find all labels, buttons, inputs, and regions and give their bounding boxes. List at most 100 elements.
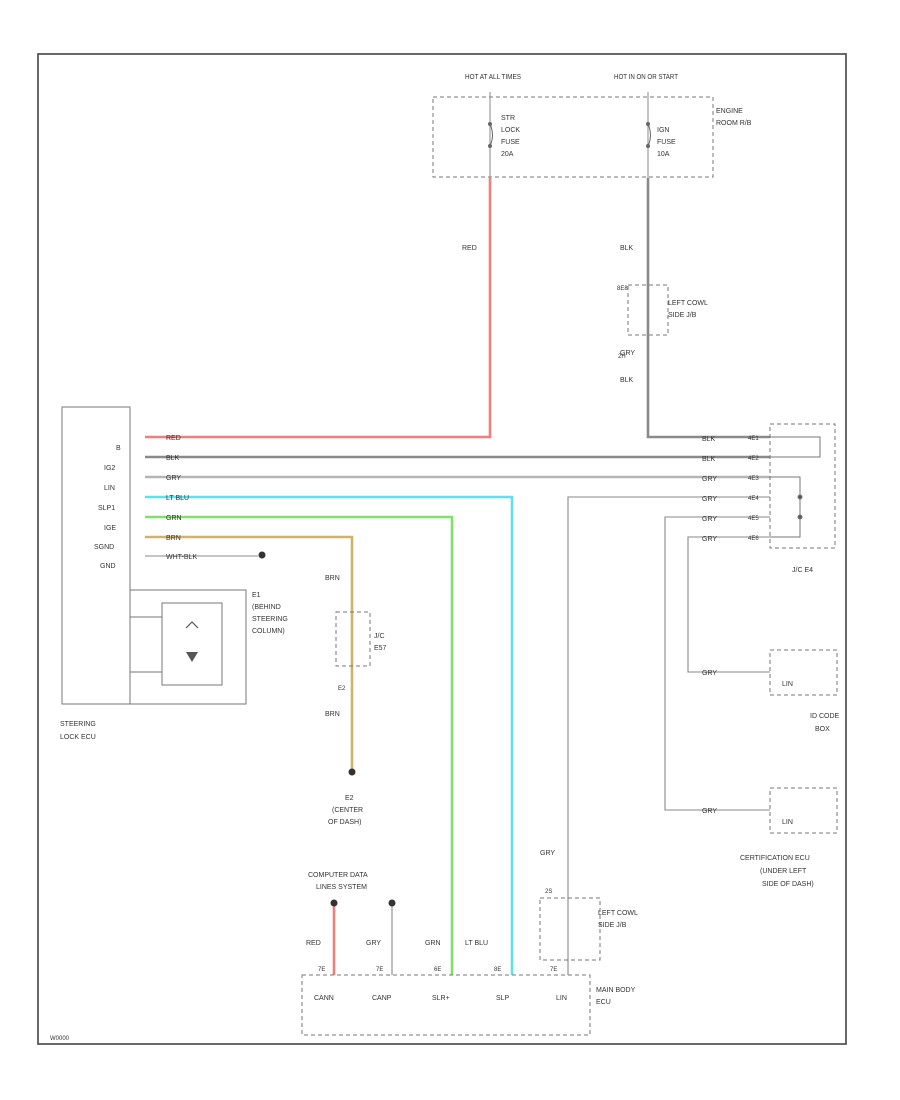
e1-label-4: COLUMN) (252, 628, 285, 635)
e1-label-1: E1 (252, 592, 261, 599)
id-code-label-2: BOX (815, 726, 830, 733)
svg-text:4E2: 4E2 (748, 456, 759, 462)
main-body-ecu-pin-cann: CANN (314, 995, 334, 1002)
main-body-ecu-label-2: ECU (596, 999, 611, 1006)
main-body-ecu-pin-canp: CANP (372, 995, 392, 1002)
steering-lock-ecu-label-1: STEERING (60, 721, 96, 728)
left-cowl-jb-bottom (539, 897, 601, 961)
str-lock-fuse-line-4: 20A (501, 151, 514, 158)
svg-text:BLK: BLK (702, 436, 716, 443)
jc-e57-label-2: E57 (374, 645, 387, 652)
main-body-ecu-label-1: MAIN BODY (596, 987, 636, 994)
jc-e4-pins: 4E1 4E2 4E3 4E4 4E5 4E6 (748, 436, 759, 542)
svg-text:4E6: 4E6 (748, 536, 759, 542)
e2-label-2: (CENTER (332, 807, 363, 814)
ign-fuse-line-2: FUSE (657, 139, 676, 146)
str-lock-fuse-line-1: STR (501, 115, 515, 122)
dlc-terminal-2 (388, 899, 396, 907)
lock-motor-icon (186, 652, 198, 662)
jc-e4-label: J/C E4 (792, 567, 813, 574)
lock-motor-inner-box (161, 602, 223, 686)
gry-wire-jc-row4 (664, 516, 770, 811)
cert-ecu-label-3: SIDE OF DASH) (762, 881, 814, 888)
ecu-wire-color-ltblu: LT BLU (166, 495, 189, 502)
main-body-ecu-pin-slr: SLR+ (432, 995, 450, 1002)
certification-ecu-box (769, 787, 838, 834)
svg-text:4E5: 4E5 (748, 516, 759, 522)
left-cowl-jb-bottom-label-2: SIDE J/B (598, 922, 627, 929)
ecu-wire-color-whtblk: WHT-BLK (166, 554, 197, 561)
hot-at-all-times-label: HOT AT ALL TIMES (465, 74, 521, 81)
ecu-wire-color-grn: GRN (166, 515, 182, 522)
blk-wire-ign (646, 178, 770, 439)
wire-label-gry-body: GRY (540, 850, 555, 857)
ecu-pin-slp1: SLP1 (98, 505, 115, 512)
ltblu-wire-slp1 (145, 495, 514, 975)
ecu-pin-sgnd: SGND (94, 544, 114, 551)
ign-fuse-line-3: 10A (657, 151, 670, 158)
e1-label-2: (BEHIND (252, 604, 281, 611)
e2-label-3: OF DASH) (328, 819, 361, 826)
engine-room-label-1: ENGINE (716, 108, 743, 115)
jc-e57-label-1: J/C (374, 633, 385, 640)
steering-lock-ecu-box (61, 406, 131, 705)
jc-e4-wire-colors: BLK BLK GRY GRY GRY GRY (702, 436, 717, 543)
wire-label-brn-1: BRN (325, 575, 340, 582)
jc-e4-box (769, 423, 836, 549)
dlc-label-1: COMPUTER DATA (308, 872, 368, 879)
gry-wire-jc-row5 (687, 536, 770, 673)
str-lock-fuse-symbol (488, 92, 493, 178)
svg-text:7E: 7E (318, 967, 325, 973)
main-body-ecu-box (301, 974, 591, 1036)
grn-wire-ige (145, 515, 454, 975)
main-body-ecu-pin-slp: SLP (496, 995, 510, 1002)
left-cowl-jb-top-pin-bottom: 2H (618, 354, 626, 360)
hot-in-on-label: HOT IN ON OR START (614, 74, 679, 81)
svg-text:GRY: GRY (702, 496, 717, 503)
left-cowl-jb-top-label-2: SIDE J/B (668, 312, 697, 319)
main-body-ecu-pin-numbers: 7E 7E 6E 8E 7E (318, 967, 557, 973)
footer-code: W0000 (50, 1036, 70, 1042)
left-cowl-jb-bottom-label-1: LEFT COWL (598, 910, 638, 917)
id-code-wire: GRY (702, 670, 717, 677)
svg-text:7E: 7E (550, 967, 557, 973)
cert-ecu-label-2: (UNDER LEFT (760, 868, 807, 875)
e1-label-3: STEERING (252, 616, 288, 623)
wire-label-bottom-ltblu: LT BLU (465, 940, 488, 947)
ign-fuse-line-1: IGN (657, 127, 669, 134)
wire-label-brn-2: BRN (325, 711, 340, 718)
lock-switch-icon (185, 621, 199, 629)
ecu-pin-gnd: GND (100, 563, 116, 570)
red-wire-b (145, 178, 492, 439)
jc-e57-box (335, 611, 371, 667)
svg-text:GRY: GRY (702, 536, 717, 543)
cert-ecu-label-1: CERTIFICATION ECU (740, 855, 810, 862)
ecu-wire-color-gry: GRY (166, 475, 181, 482)
steering-lock-ecu-label-2: LOCK ECU (60, 734, 96, 741)
id-code-label-1: ID CODE (810, 713, 840, 720)
dlc-terminal-1 (330, 899, 338, 907)
svg-text:7E: 7E (376, 967, 383, 973)
gnd-terminal (258, 551, 266, 559)
str-lock-fuse-line-2: LOCK (501, 127, 520, 134)
ecu-wire-color-blk: BLK (166, 455, 180, 462)
diagram-border (37, 53, 847, 1045)
svg-text:GRY: GRY (702, 476, 717, 483)
wire-label-blk-lower: BLK (620, 377, 634, 384)
wire-label-bottom-grn: GRN (425, 940, 441, 947)
gry-wire-main-body-lin (567, 496, 770, 975)
svg-text:6E: 6E (434, 967, 441, 973)
ecu-pin-b: B (116, 445, 121, 452)
e2-label-1: E2 (345, 795, 354, 802)
wire-label-red: RED (462, 245, 477, 252)
engine-room-label-2: ROOM R/B (716, 120, 752, 127)
engine-room-relay-block (432, 96, 714, 178)
ecu-pin-ig2: IG2 (104, 465, 115, 472)
main-body-ecu-pin-lin: LIN (556, 995, 567, 1002)
str-lock-fuse-line-3: FUSE (501, 139, 520, 146)
jc-e4-bus (770, 436, 821, 538)
svg-text:BLK: BLK (702, 456, 716, 463)
e2-ground-terminal (348, 768, 356, 776)
ecu-pin-ige: IGE (104, 525, 116, 532)
svg-text:4E1: 4E1 (748, 436, 759, 442)
